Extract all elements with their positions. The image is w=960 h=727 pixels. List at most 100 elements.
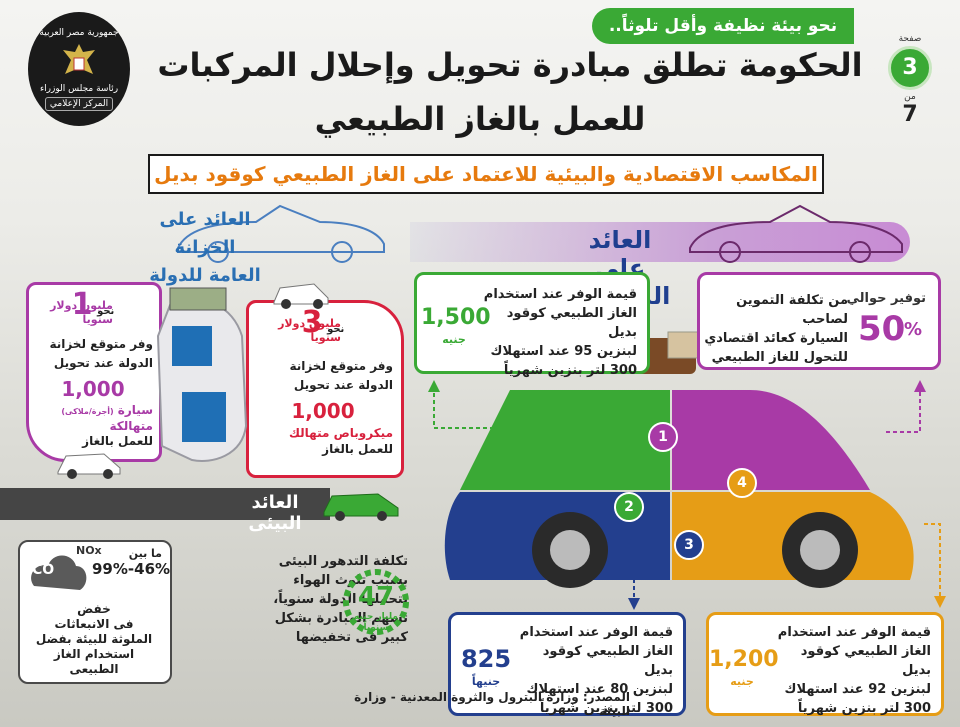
connector-arrow-2 [628,558,640,610]
card2-value: 825 [460,645,512,673]
card3-line4: 300 لتر بنزين شهرياً [797,701,931,716]
card4-prefix: توفير حوالي [846,291,926,306]
emissions-box: CO NOx ما بين 99%-46% خفض فى الانبعاثات … [18,540,172,684]
treas1-count-unit: سيارة [117,403,153,417]
toll-unit: مليار جنيه سنوياً [346,612,406,634]
page-label: صفحة [898,34,922,44]
environment-heading: العائد البيئى [248,492,302,534]
environment-heading-bar [0,488,330,520]
title-line2: للعمل بالغاز الطبيعي [314,100,646,138]
card1-line2: الغاز الطبيعي كوقود بديل [506,306,637,340]
tagline-banner: نحو بيئة نظيفة وأقل تلوثاً.. [592,8,854,44]
treasury-heading-line1: العائد على الخزانة [159,209,251,258]
logo-top-text: جمهورية مصر العربية [39,27,119,38]
leaf-wreath-icon [343,569,409,635]
card2-unit: جنيهاً [471,675,501,688]
treas1-line2: الدولة عند تحويل [53,356,153,370]
card4-value: 50 [858,309,906,349]
emissions-line4: استخدام الغاز [53,647,135,661]
toll-line4: تسهم المبادرة بشكل [274,611,408,626]
treas1-count: 1,000 [61,377,125,401]
treas1-line1: وفر متوقع لخزانة [49,337,153,351]
money-stack-icon [169,287,227,311]
treas1-tail1: متهالكة [109,419,153,433]
treasury-heading-line2: العامة للدولة [149,265,261,286]
connector-arrow-3 [924,523,946,608]
logo-ribbon: المركز الإعلامي [44,96,114,111]
green-car-icon [323,493,399,521]
source-note: المصدر: وزارة البترول والثروة المعدنية -… [354,690,630,718]
emissions-line1: خفض [77,602,111,616]
toll-value: 47 [357,582,395,612]
quadrant-marker-3: 3 [674,530,704,560]
co-label: CO [32,562,55,578]
card3-value: 1,200 [709,647,779,672]
page-total: 7 [902,102,918,127]
card2-line3: لبنزين 80 عند استهلاك [526,682,673,697]
toll-line2: بسبب تلوث الهواء [293,573,408,588]
white-sedan-icon [57,453,121,479]
treas2-about: نحو [327,324,345,335]
treas1-unit-line2: سنوياً [82,313,113,326]
connector-arrow-4 [886,380,926,433]
toll-line3: تتحملها الدولة سنوياً، [273,592,408,607]
treasury-heading: العائد على الخزانة العامة للدولة [140,206,270,290]
treasury-box-microbus: نحو 3 مليون دولار سنوياً وفر متوقع لخزان… [246,300,404,478]
saving-card-80: قيمة الوفر عند استخدام الغاز الطبيعي كوق… [448,612,686,716]
card2-line4: 300 لتر بنزين شهرياً [539,701,673,716]
quadrant-marker-1: 1 [648,422,678,452]
page-of: من [904,92,916,102]
treas1-note: (أجرة/ملاكى) [61,407,114,416]
emission-cloud-icon [31,555,87,590]
card1-line3: لبنزين 95 عند استهلاك [490,344,637,359]
card2-line2: الغاز الطبيعي كوقود بديل [542,644,673,678]
card4-line1: من تكلفة التموين لصاحب [736,293,848,327]
emissions-line5: الطبيعى [69,662,119,676]
treas2-line1: وفر متوقع لخزانة [289,359,393,373]
treas2-line2: الدولة عند تحويل [293,378,393,392]
card4-percent: % [903,319,923,340]
page-number: 3 [888,46,932,90]
saving-card-95: قيمة الوفر عند استخدام الغاز الطبيعي كوق… [414,272,650,378]
title-line1: الحكومة تطلق مبادرة تحويل وإحلال المركبا… [157,46,863,84]
treas1-unit-line1: مليون دولار [50,299,113,312]
treas2-unit-line1: مليون دولار [278,317,341,330]
card3-line3: لبنزين 92 عند استهلاك [784,682,931,697]
quadrant-marker-2: 2 [614,492,644,522]
nox-label: NOx [76,544,102,557]
card3-unit: جنيه [730,675,754,688]
emissions-line3: الملوثة للبيئة بفضل [35,632,153,646]
treas2-unit-line2: سنوياً [310,331,341,344]
treasury-box-cars: نحو 1 مليون دولار سنوياً وفر متوقع لخزان… [26,282,162,462]
treas1-tail2: للعمل بالغاز [82,434,153,448]
treas2-value: 3 [301,305,323,340]
connector-arrow-1 [428,380,494,429]
card3-line2: الغاز الطبيعي كوقود بديل [800,644,931,678]
card1-line4: 300 لتر بنزين شهرياً [503,363,637,378]
card1-unit: جنيه [442,333,466,346]
card4-line3: للتحول للغاز الطبيعي [711,350,848,365]
treas1-about: نحو [97,306,115,317]
quadrant-marker-4: 4 [727,468,757,498]
toll-line1: تكلفة التدهور البيئى [278,554,408,569]
logo-mid-text: رئاسة مجلس الوزراء [39,83,119,94]
eagle-icon [63,43,95,74]
citizen-heading-bar [410,222,910,262]
treas2-tail2: للعمل بالغاز [322,442,393,456]
classic-car-outline-icon [177,204,385,263]
quartered-car-graphic [444,390,914,588]
card2-line1: قيمة الوفر عند استخدام [519,625,673,640]
range-value: 99%-46% [92,560,171,578]
range-prefix: ما بين [128,547,162,560]
cabinet-logo: جمهورية مصر العربية رئاسة مجلس الوزراء ا… [28,12,130,126]
card1-line1: قيمة الوفر عند استخدام [483,287,637,302]
card1-value: 1,500 [421,305,491,330]
small-white-car-icon [273,283,329,309]
saving-card-percent: توفير حوالي من تكلفة التموين لصاحب السيا… [697,272,941,370]
treas1-value: 1 [71,287,93,322]
toll-unit-line1: مليار جنيه [354,612,398,622]
treas2-tail1: ميكروباص متهالك [289,426,393,440]
card4-line2: السيارة كعائد اقتصادي [704,331,848,346]
cutaway-car-icon [156,297,248,462]
